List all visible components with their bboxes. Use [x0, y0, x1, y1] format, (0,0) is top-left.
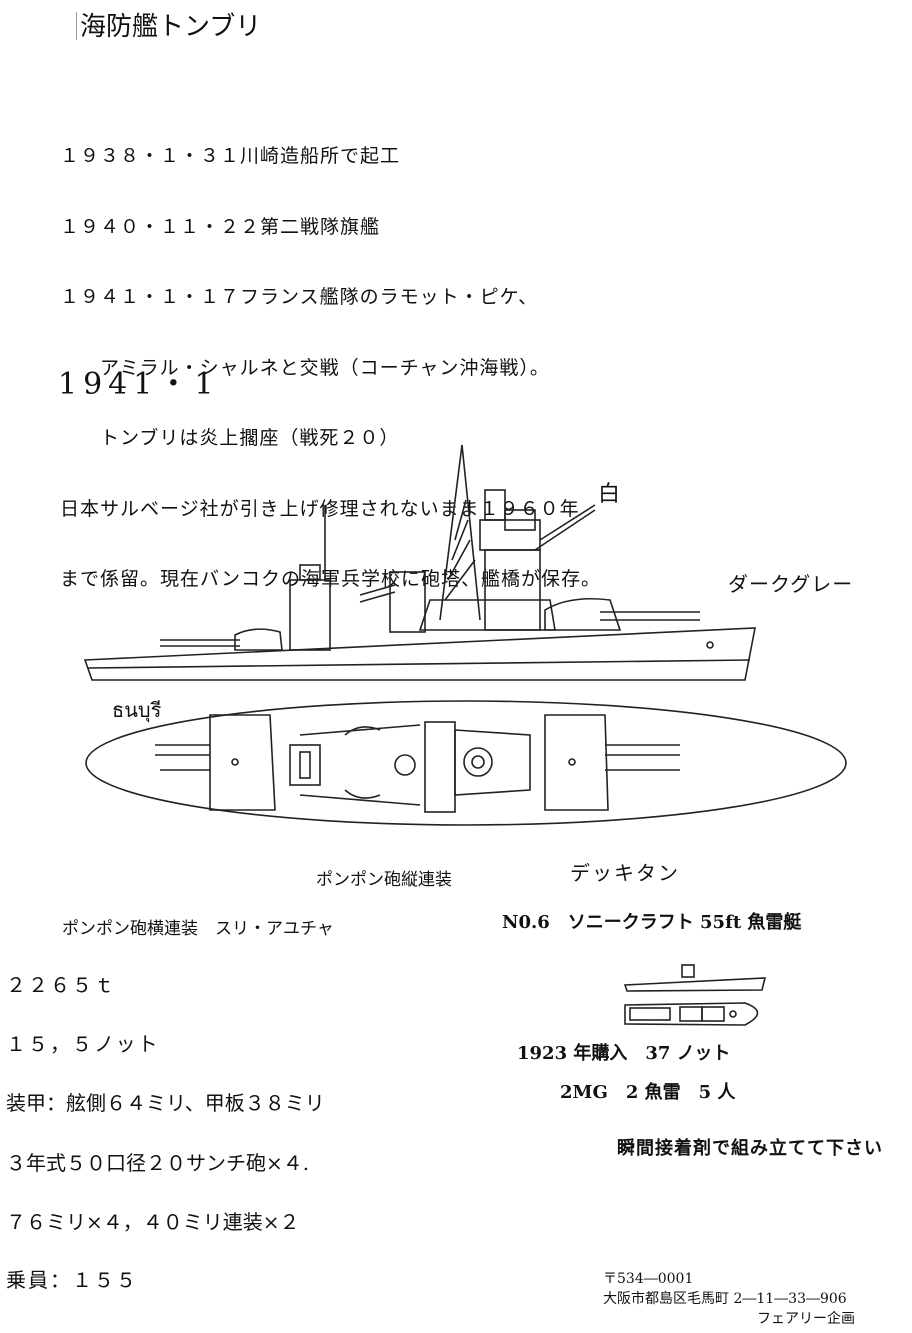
label-dark-grey: ダークグレー — [728, 572, 854, 596]
ship-profile-drawing — [83, 444, 756, 681]
caption-deck-tan: デッキタン — [570, 861, 680, 885]
history-line: １９４０・１１・２２第二戦隊旗艦 — [60, 215, 381, 238]
spec-displacement: ２２６５ｔ — [6, 973, 116, 997]
publisher-name: フェアリー企画 — [757, 1311, 855, 1327]
spec-speed: １５，５ノット — [6, 1032, 160, 1056]
history-line: トンブリは炎上擱座（戦死２０） — [60, 427, 400, 449]
caption-pompom-vertical: ポンポン砲縦連装 — [316, 870, 452, 890]
spec-main-guns: ３年式５０口径２０サンチ砲×４. — [6, 1151, 310, 1175]
label-white: 白 — [598, 482, 621, 507]
publisher-address: 大阪市都島区毛馬町 2―11―33―906 — [603, 1291, 847, 1307]
assembly-instruction: 瞬間接着剤で組み立てて下さい — [617, 1138, 883, 1159]
configuration-date: 1941・1 — [58, 367, 220, 402]
history-line: 日本サルベージ社が引き上げ修理されないまま１９６０年 — [60, 497, 580, 520]
caption-pompom-horizontal: ポンポン砲横連装 スリ・アユチャ — [62, 919, 334, 939]
torpedo-boat-line1: 1923 年購入 37 ノット — [517, 1043, 731, 1064]
torpedo-boat-title: N0.6 ソニークラフト 55ft 魚雷艇 — [502, 912, 802, 933]
torpedo-boat-drawing — [623, 964, 767, 1026]
title-margin-mark — [76, 12, 77, 40]
spec-armor: 装甲：舷側６４ミリ、甲板３８ミリ — [6, 1091, 325, 1115]
label-ship-name-thai: ธนบุรี — [112, 698, 162, 722]
history-text: １９３８・１・３１川崎造船所で起工 １９４０・１１・２２第二戦隊旗艦 １９４１・… — [60, 98, 601, 615]
torpedo-boat-line2: 2MG 2 魚雷 5 人 — [560, 1082, 736, 1103]
spec-crew: 乗員：１５５ — [6, 1268, 138, 1292]
page-title: 海防艦トンブリ — [80, 12, 262, 42]
spec-secondary-guns: ７６ミリ×４，４０ミリ連装×２ — [6, 1210, 300, 1234]
history-line: １９３８・１・３１川崎造船所で起工 — [60, 145, 401, 167]
publisher-postal-code: 〒534―0001 — [603, 1271, 694, 1287]
history-line: アミラル・シャルネと交戦（コーチャン沖海戦）。 — [60, 356, 550, 379]
history-line: １９４１・１・１７フランス艦隊のラモット・ピケ、 — [60, 286, 539, 308]
ship-top-view-drawing — [85, 700, 847, 826]
